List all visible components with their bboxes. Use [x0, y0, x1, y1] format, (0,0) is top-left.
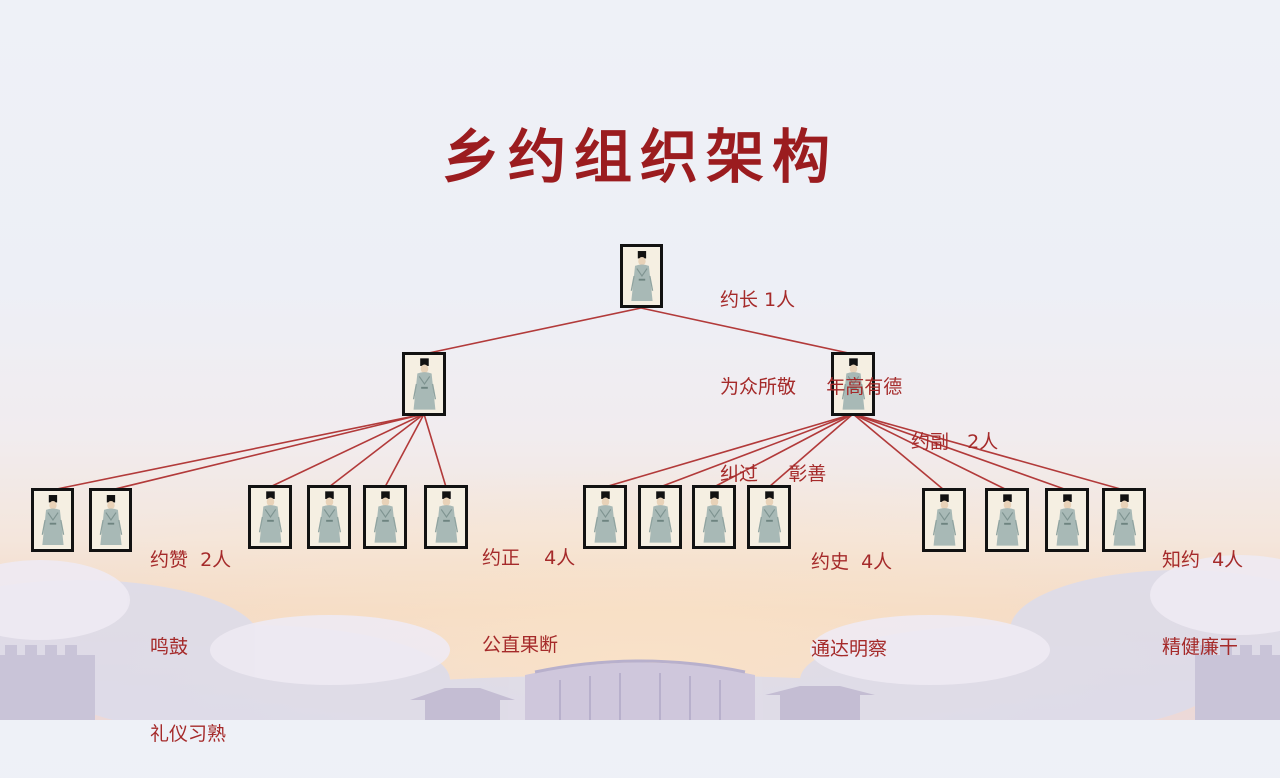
yuezheng-figure-3 — [363, 485, 407, 549]
yuezan-duty: 鸣鼓 — [150, 636, 189, 658]
yuezheng-figure-2 — [307, 485, 351, 549]
yuezheng-label: 约正 4人 公直果断 — [482, 486, 575, 689]
scholar-figure-icon — [427, 488, 465, 546]
scholar-figure-icon — [834, 355, 872, 413]
connector-line — [423, 307, 642, 355]
yuezan-figure-1 — [31, 488, 74, 552]
yuezhang-label: 约长 1人 为众所敬 年高有德 纠过 彰善 — [720, 228, 902, 518]
yueshi-figure-2 — [638, 485, 682, 549]
scholar-figure-icon — [1048, 491, 1086, 549]
yuezan-label: 约赞 2人 鸣鼓 礼仪习熟 — [150, 488, 231, 778]
connector-line — [423, 413, 447, 488]
connector-line — [640, 307, 854, 355]
zhiyue-figure-2 — [985, 488, 1029, 552]
yuefu-figure-2 — [831, 352, 875, 416]
yuefu-label: 约副 2人 — [911, 370, 998, 486]
yueshi-figure-3 — [692, 485, 736, 549]
zhiyue-figure-3 — [1045, 488, 1089, 552]
zhiyue-figure-4 — [1102, 488, 1146, 552]
scholar-figure-icon — [34, 492, 71, 548]
connector-line — [269, 413, 425, 488]
scholar-figure-icon — [405, 355, 443, 413]
scholar-figure-icon — [925, 491, 963, 549]
yuezan-figure-2 — [89, 488, 132, 552]
scholar-figure-icon — [92, 492, 129, 548]
connector-line — [604, 413, 854, 488]
zhiyue-label: 知约 4人 精健廉干 — [1162, 488, 1243, 691]
connector-line — [852, 413, 945, 491]
page-title: 乡约组织架构 — [441, 123, 838, 191]
yuezhang-title: 约长 1人 — [720, 289, 796, 311]
yuezhang-duties: 纠过 彰善 — [720, 463, 827, 485]
zhiyue-criteria: 精健廉干 — [1162, 636, 1239, 658]
yueshi-figure-4 — [747, 485, 791, 549]
connector-line — [384, 413, 425, 488]
yueshi-criteria: 通达明察 — [811, 638, 888, 660]
scholar-figure-icon — [750, 488, 788, 546]
connector-line — [328, 413, 425, 488]
yuezheng-figure-4 — [424, 485, 468, 549]
zhiyue-title: 知约 4人 — [1162, 549, 1244, 571]
yuezheng-criteria: 公直果断 — [482, 634, 559, 656]
scholar-figure-icon — [988, 491, 1026, 549]
yuezhang-figure — [620, 244, 663, 308]
connector-line — [110, 413, 425, 491]
yueshi-figure-1 — [583, 485, 627, 549]
connector-line — [713, 413, 854, 488]
scholar-figure-icon — [1105, 491, 1143, 549]
zhiyue-figure-1 — [922, 488, 966, 552]
connector-line — [852, 413, 1008, 491]
connector-line — [852, 413, 1068, 491]
scholar-figure-icon — [586, 488, 624, 546]
yuezan-title: 约赞 2人 — [150, 549, 232, 571]
scholar-figure-icon — [251, 488, 289, 546]
yuefu-figure-1 — [402, 352, 446, 416]
connector-line — [852, 413, 1125, 491]
yuezheng-title: 约正 4人 — [482, 547, 576, 569]
yuezan-criteria: 礼仪习熟 — [150, 723, 227, 745]
scholar-figure-icon — [366, 488, 404, 546]
yueshi-title: 约史 4人 — [811, 551, 893, 573]
scholar-figure-icon — [641, 488, 679, 546]
connector-line — [768, 413, 854, 488]
connector-line — [659, 413, 854, 488]
yuefu-title: 约副 2人 — [911, 431, 999, 453]
yueshi-label: 约史 4人 通达明察 — [811, 490, 892, 693]
org-chart-connectors — [51, 307, 1125, 491]
yuezheng-figure-1 — [248, 485, 292, 549]
scholar-figure-icon — [695, 488, 733, 546]
yuezhang-criteria: 为众所敬 年高有德 — [720, 376, 903, 398]
scholar-figure-icon — [623, 248, 660, 304]
scholar-figure-icon — [310, 488, 348, 546]
connector-line — [51, 413, 425, 491]
